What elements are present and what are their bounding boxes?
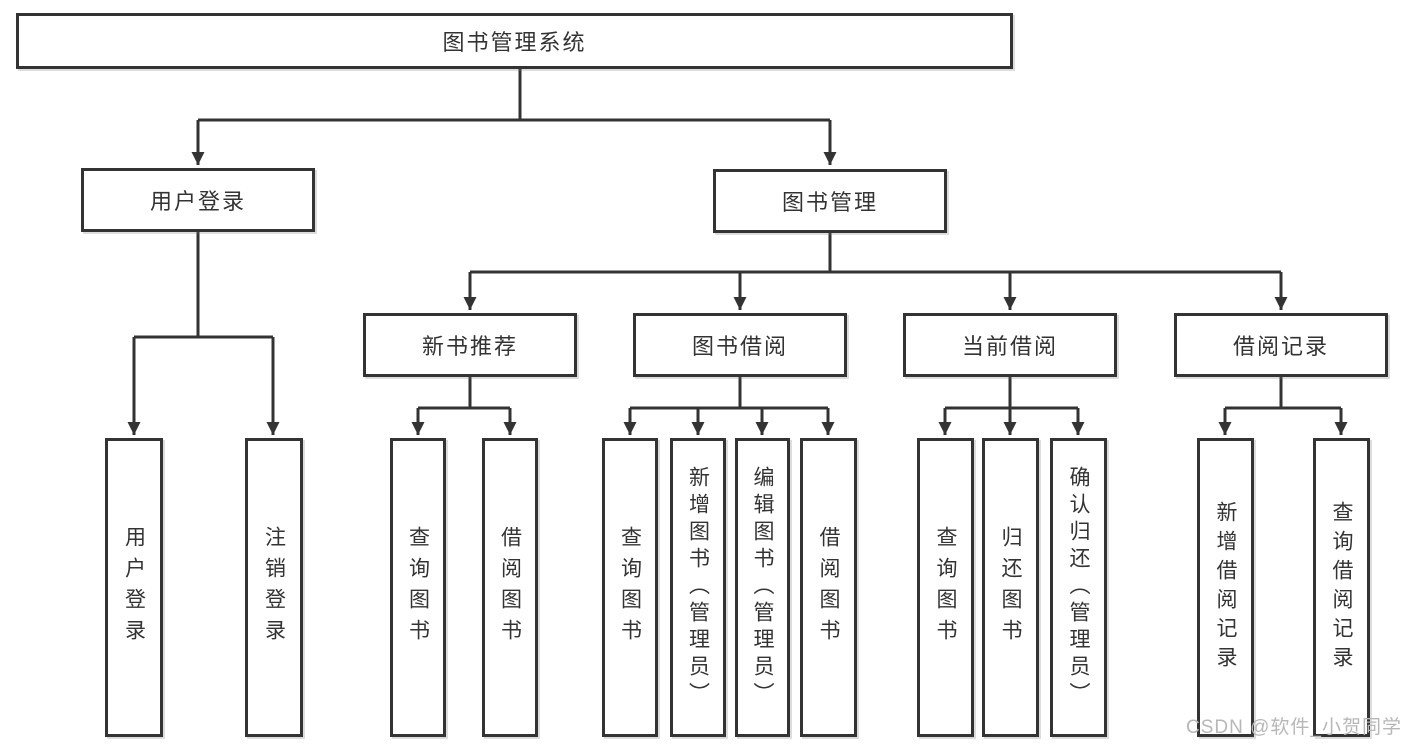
csdn-watermark: CSDN @软件_小贺同学 [1186, 717, 1402, 738]
node-label: 用户登录 [149, 189, 246, 214]
node-label: 借阅记录 [1232, 334, 1329, 359]
leaf-current-query-books: 查询图书 [917, 438, 974, 737]
node-label: 新书推荐 [421, 334, 518, 359]
connector-current-borrow-to-leaves [938, 377, 1085, 435]
connector-user-login-to-leaves [127, 232, 280, 435]
connector-borrow-records-to-leaves [1218, 377, 1348, 435]
node-new-book-recommend: 新书推荐 [363, 313, 577, 377]
leaf-label: 新增图书（管理员） [686, 466, 710, 709]
leaf-borrow-borrow-books: 借阅图书 [800, 438, 857, 737]
leaf-label: 查询图书 [406, 525, 430, 650]
node-label: 当前借阅 [961, 334, 1058, 359]
leaf-user-login: 用户登录 [105, 438, 163, 737]
leaf-query-borrow-record: 查询借阅记录 [1313, 438, 1370, 737]
node-label: 图书管理系统 [442, 30, 587, 55]
connector-new-book-recommend-to-leaves [411, 377, 517, 435]
leaf-label: 确认归还（管理员） [1067, 466, 1090, 709]
leaf-label: 查询图书 [934, 525, 957, 650]
node-user-login: 用户登录 [81, 168, 315, 232]
leaf-add-borrow-record: 新增借阅记录 [1197, 438, 1254, 737]
leaf-label: 编辑图书（管理员） [751, 466, 774, 709]
node-label: 图书借阅 [691, 334, 788, 359]
leaf-recommend-query-books: 查询图书 [390, 438, 446, 737]
leaf-label: 归还图书 [999, 525, 1022, 650]
leaf-logout: 注销登录 [245, 438, 303, 737]
node-root-book-management-system: 图书管理系统 [16, 13, 1013, 69]
leaf-confirm-return-admin: 确认归还（管理员） [1050, 438, 1107, 737]
node-borrow-records: 借阅记录 [1174, 313, 1388, 377]
leaf-label: 查询借阅记录 [1330, 500, 1353, 675]
leaf-label: 借阅图书 [498, 525, 522, 650]
leaf-add-book-admin: 新增图书（管理员） [670, 438, 726, 737]
leaf-label: 借阅图书 [817, 525, 840, 650]
node-label: 图书管理 [781, 190, 878, 215]
connector-book-management-to-level2 [463, 233, 1288, 310]
leaf-recommend-borrow-books: 借阅图书 [482, 438, 538, 737]
leaf-borrow-query-books: 查询图书 [602, 438, 658, 737]
leaf-label: 新增借阅记录 [1214, 500, 1237, 675]
leaf-edit-book-admin: 编辑图书（管理员） [735, 438, 790, 737]
connector-root-to-level1 [191, 69, 837, 165]
node-current-borrow: 当前借阅 [903, 313, 1117, 377]
node-book-management: 图书管理 [713, 169, 947, 233]
leaf-label: 注销登录 [262, 525, 286, 650]
leaf-return-books: 归还图书 [982, 438, 1039, 737]
connector-book-borrow-to-leaves [623, 377, 835, 435]
leaf-label: 用户登录 [122, 525, 146, 650]
leaf-label: 查询图书 [618, 525, 642, 650]
node-book-borrow: 图书借阅 [633, 313, 847, 377]
